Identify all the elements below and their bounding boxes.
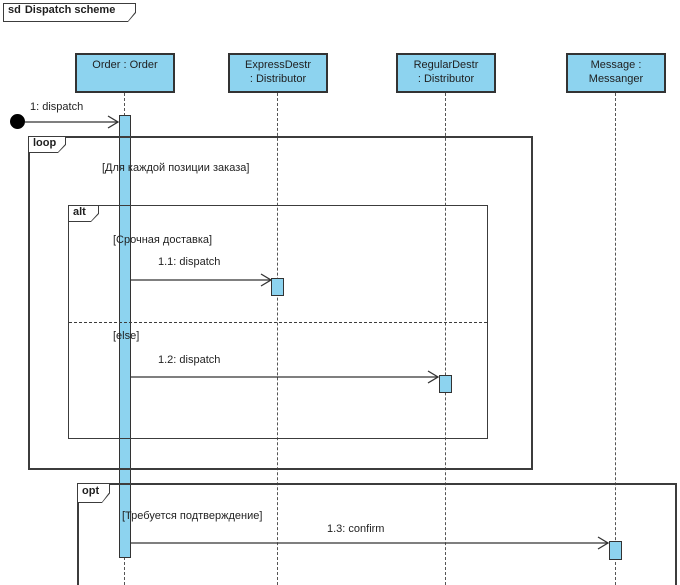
loop-operator-tag-fill [29,137,65,152]
lifeline-head-regulardestr-line2: : Distributor [417,73,475,85]
message-1-1-label: 1.1: dispatch [158,256,221,268]
lifeline-line-expressdestr[interactable] [277,93,278,585]
loop-operator-tag: loop [28,136,66,153]
opt-operator-label: opt [82,485,100,497]
lifeline-head-regulardestr-line1: RegularDestr [413,59,479,71]
lifeline-head-order[interactable]: Order : Order [75,53,175,93]
opt-operator-tag-fill [78,484,109,502]
lifeline-head-regulardestr[interactable]: RegularDestr : Distributor [396,53,496,93]
alt-operator-label: alt [73,206,86,218]
alt-guard-label: [Срочная доставка] [113,234,213,246]
message-1-3-label: 1.3: confirm [327,523,385,535]
lifeline-head-expressdestr-line2: : Distributor [249,73,307,85]
message-1-3-arrow[interactable] [131,535,610,551]
found-message-dot[interactable] [10,114,25,129]
diagram-title-tag-fill [4,4,135,21]
opt-operator-tag: opt [77,483,110,503]
lifeline-head-order-line1: Order : Order [92,59,158,71]
lifeline-head-message[interactable]: Message : Messanger [566,53,666,93]
alt-fragment-frame[interactable] [68,205,488,439]
diagram-title-keyword: sd [8,4,21,16]
message-1-2-arrow[interactable] [131,369,440,385]
lifeline-line-message[interactable] [615,93,616,585]
lifeline-line-regulardestr[interactable] [445,93,446,585]
alt-operator-tag: alt [68,205,99,222]
activation-message[interactable] [609,541,622,560]
lifeline-head-message-line2: Messanger [588,73,644,85]
loop-operator-label: loop [33,137,57,149]
alt-else-guard-label: [else] [113,330,140,342]
opt-guard-label: [Требуется подтверждение] [122,510,263,522]
loop-fragment-frame[interactable] [28,136,533,470]
message-1-2-label: 1.2: dispatch [158,354,221,366]
activation-regulardestr[interactable] [439,375,452,393]
lifeline-head-expressdestr-line1: ExpressDestr [244,59,312,71]
lifeline-head-message-line1: Message : [590,59,642,71]
message-1-1-arrow[interactable] [131,272,273,288]
alt-operator-tag-fill [69,206,98,221]
opt-fragment-frame[interactable] [77,483,677,585]
diagram-title-name: Dispatch scheme [24,4,116,16]
alt-operand-separator [69,322,487,323]
message-1-arrow[interactable] [25,114,120,130]
loop-guard-label: [Для каждой позиции заказа] [102,162,250,174]
activation-bar-order[interactable] [119,115,131,558]
message-1-label: 1: dispatch [30,101,84,113]
lifeline-head-expressdestr[interactable]: ExpressDestr : Distributor [228,53,328,93]
activation-expressdestr[interactable] [271,278,284,296]
